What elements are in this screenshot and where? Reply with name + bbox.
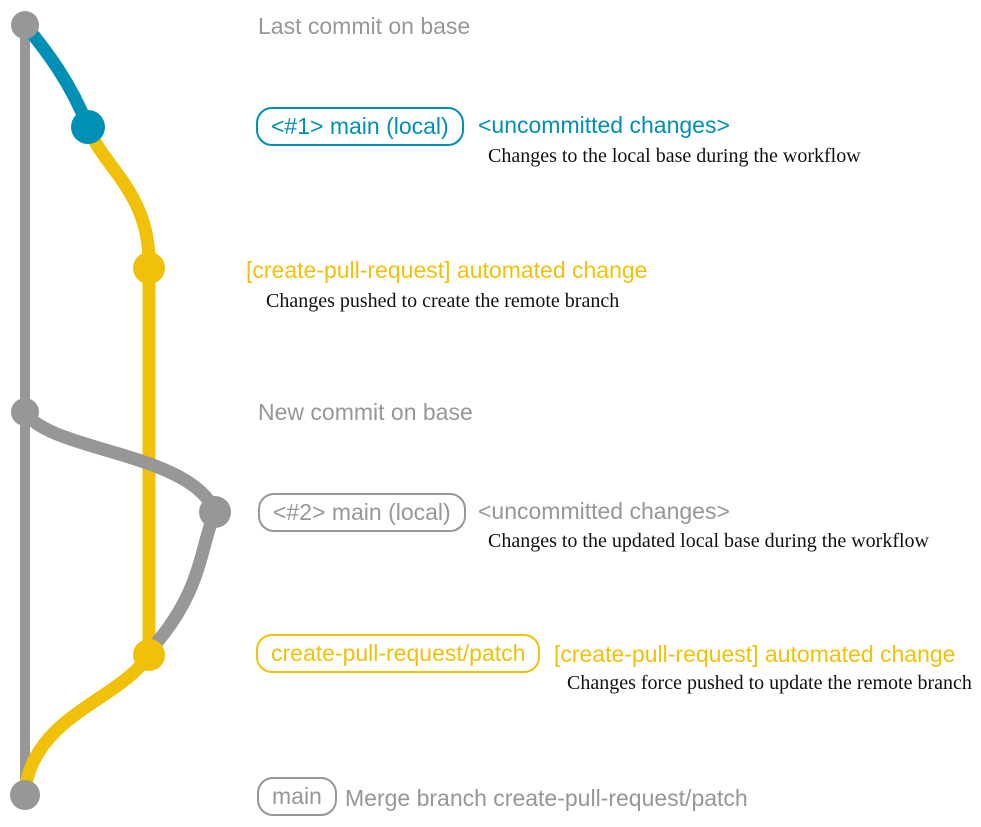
commit-dot-automated-change-2 (133, 639, 165, 671)
commit-dot-main-local-2 (199, 496, 231, 528)
commit-dot-main-local-1 (71, 110, 105, 144)
commit-dot-automated-change-1 (133, 252, 165, 284)
main-branch-badge: main (257, 777, 337, 816)
automated-change-1-description: Changes pushed to create the remote bran… (266, 290, 620, 312)
automated-change-1-title: [create-pull-request] automated change (246, 257, 648, 283)
automated-change-2-description: Changes force pushed to update the remot… (567, 672, 972, 694)
new-commit-on-base-label: New commit on base (258, 399, 473, 425)
uncommitted-changes-1-title: <uncommitted changes> (478, 112, 730, 138)
patch-branch-badge: create-pull-request/patch (256, 634, 541, 673)
uncommitted-changes-1-description: Changes to the local base during the wor… (488, 145, 861, 167)
git-graph (10, 11, 231, 810)
main-local-2-branch-badge: <#2> main (local) (258, 493, 466, 532)
uncommitted-changes-2-title: <uncommitted changes> (478, 498, 730, 524)
last-commit-on-base-label: Last commit on base (258, 13, 471, 39)
main-local-1-branch-curve (18, 18, 95, 134)
automated-change-2-title: [create-pull-request] automated change (554, 641, 956, 667)
commit-dot-new-commit-on-base (11, 398, 39, 426)
uncommitted-changes-2-description: Changes to the updated local base during… (488, 530, 929, 552)
merge-commit-title: Merge branch create-pull-request/patch (345, 785, 748, 811)
main-local-2-branch-curve (18, 405, 223, 655)
commit-dot-merge-commit (10, 780, 40, 810)
main-local-1-branch-badge: <#1> main (local) (256, 107, 464, 146)
commit-dot-last-commit-on-base (11, 11, 39, 39)
